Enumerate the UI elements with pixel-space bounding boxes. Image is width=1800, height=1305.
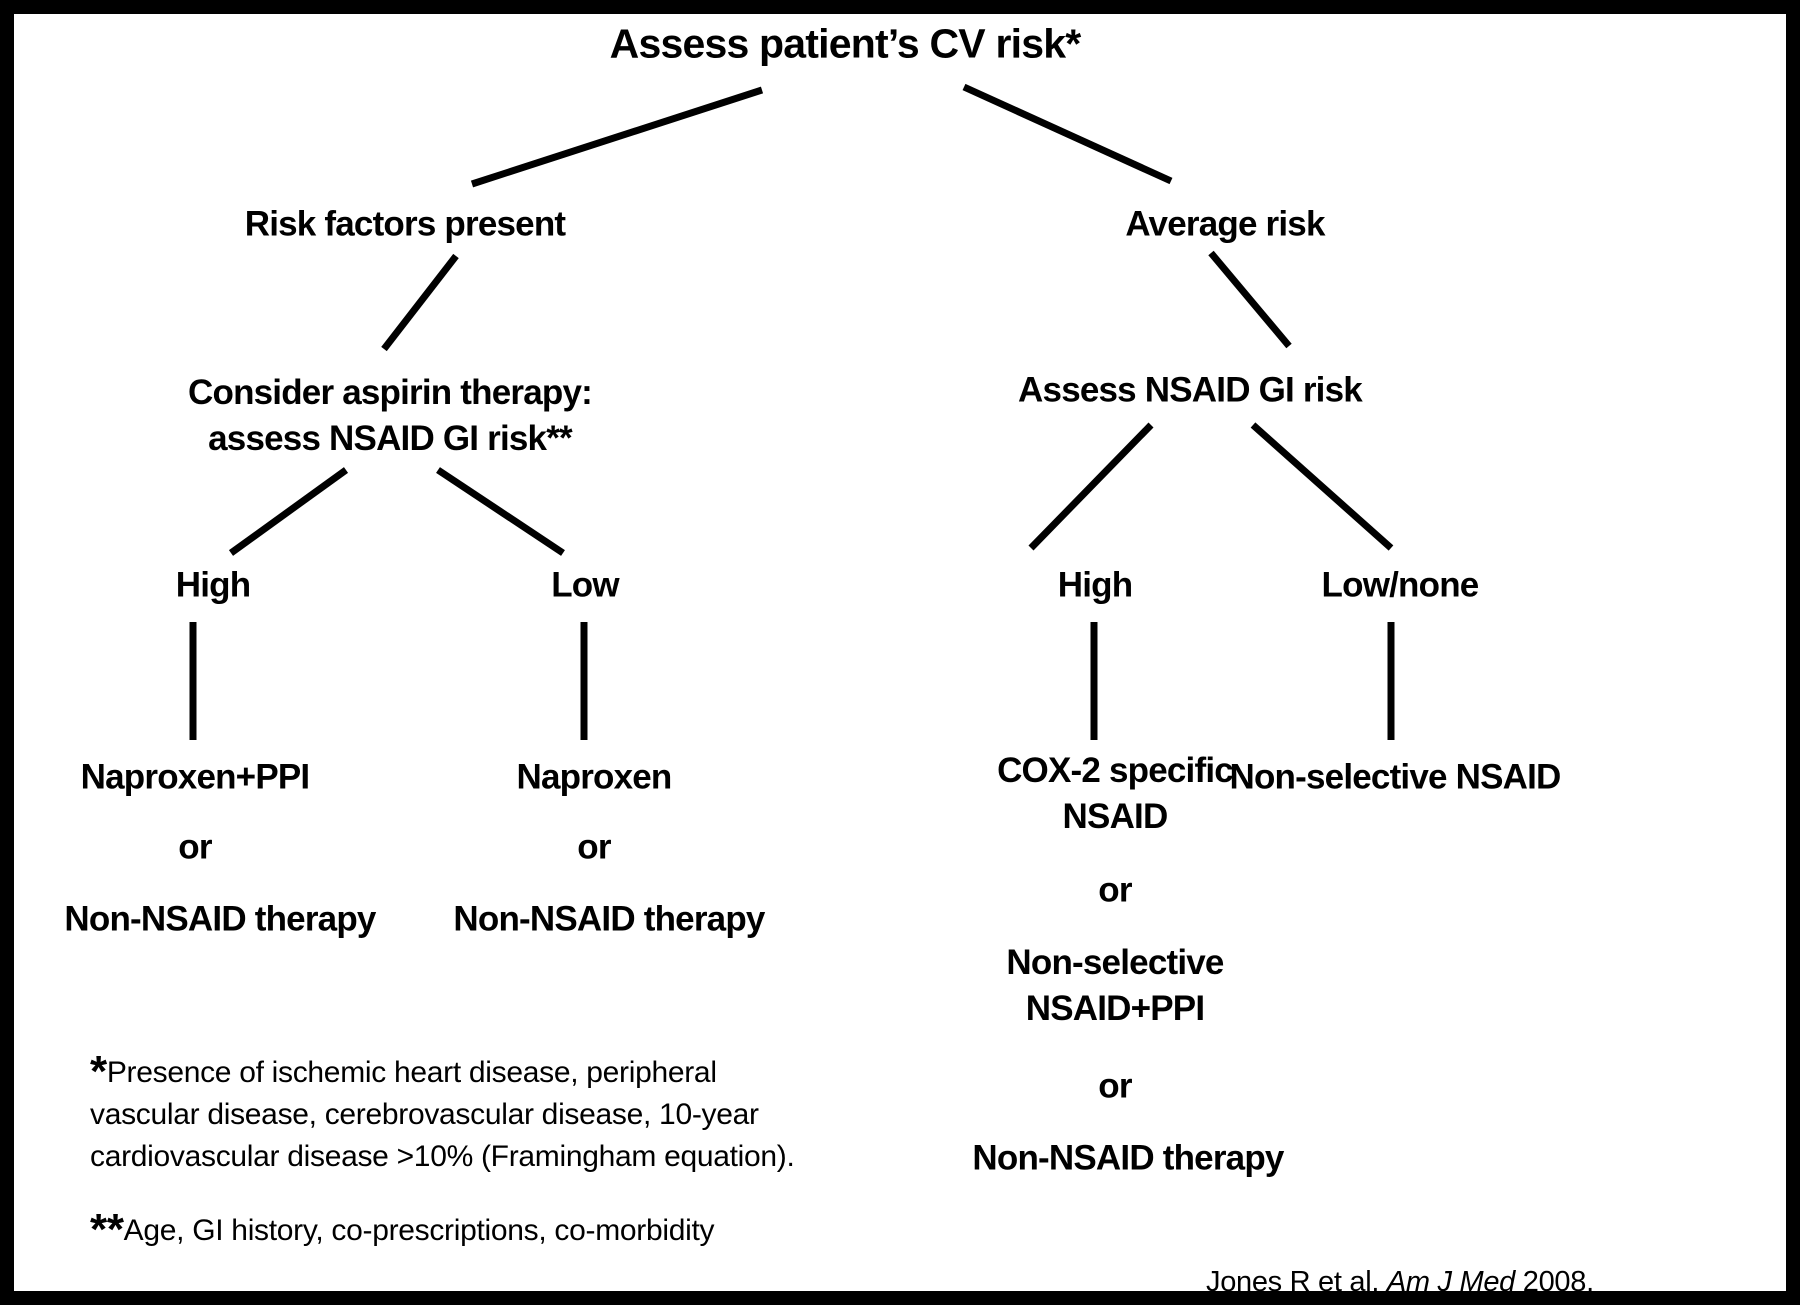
- citation-journal: Am J Med: [1386, 1266, 1516, 1298]
- outcome-non-nsaid-therapy-mid: Non-NSAID therapy: [453, 899, 765, 939]
- node-consider-aspirin-line2: assess NSAID GI risk**: [208, 419, 573, 458]
- or-separator: or: [577, 827, 611, 867]
- connector-lines: [189, 83, 1395, 740]
- citation-year: 2008.: [1515, 1266, 1594, 1298]
- node-right-high: High: [1057, 565, 1133, 605]
- node-average-risk: Average risk: [1125, 204, 1325, 244]
- edge-right-to-lownone: [1250, 422, 1394, 551]
- edge-title-to-left: [470, 86, 764, 188]
- citation: Jones R et al. Am J Med 2008.: [1206, 1266, 1594, 1298]
- outcome-nonselective-line1: Non-selective: [1006, 943, 1224, 982]
- footnote-text: Presence of ischemic heart disease, peri…: [106, 1056, 717, 1089]
- edge-right-to-high: [1028, 422, 1154, 551]
- footnote-gi-risk: **Age, GI history, co-prescriptions, co-…: [90, 1208, 715, 1252]
- edge-left-to-high: [228, 467, 349, 556]
- page-title: Assess patient’s CV risk*: [609, 20, 1082, 67]
- edge-title-to-right: [962, 83, 1173, 185]
- or-separator: or: [1098, 1066, 1132, 1106]
- outcome-naproxen: Naproxen: [516, 757, 672, 797]
- double-asterisk-marker: **: [90, 1205, 124, 1254]
- outcome-cox2-specific-nsaid: COX-2 specific NSAID: [997, 748, 1234, 840]
- footnote-line: **Age, GI history, co-prescriptions, co-…: [90, 1208, 715, 1252]
- outcome-cox2-line2: NSAID: [1062, 797, 1169, 836]
- outcome-naproxen-ppi: Naproxen+PPI: [80, 757, 310, 797]
- footnote-cv-risk: *Presence of ischemic heart disease, per…: [90, 1050, 795, 1178]
- footnote-text: vascular disease, cerebrovascular diseas…: [90, 1098, 759, 1131]
- edge-left-branch-down: [381, 253, 459, 352]
- node-consider-aspirin: Consider aspirin therapy: assess NSAID G…: [188, 370, 593, 462]
- edge-right-branch-down: [1208, 250, 1292, 349]
- asterisk-marker: *: [90, 1047, 107, 1096]
- edge-left-to-low: [436, 467, 565, 556]
- node-assess-nsaid-gi-risk: Assess NSAID GI risk: [1018, 370, 1363, 410]
- footnote-line: *Presence of ischemic heart disease, per…: [90, 1050, 795, 1094]
- footnote-text: Age, GI history, co-prescriptions, co-mo…: [123, 1214, 715, 1247]
- outcome-non-selective-nsaid-ppi: Non-selective NSAID+PPI: [1006, 940, 1224, 1032]
- node-risk-factors-present: Risk factors present: [244, 204, 566, 244]
- outcome-cox2-line1: COX-2 specific: [997, 751, 1234, 790]
- footnote-text: cardiovascular disease >10% (Framingham …: [90, 1140, 795, 1173]
- or-separator: or: [1098, 870, 1132, 910]
- node-left-high: High: [175, 565, 251, 605]
- or-separator: or: [178, 827, 212, 867]
- outcome-nonselective-line2: NSAID+PPI: [1025, 989, 1205, 1028]
- node-left-low: Low: [551, 565, 619, 605]
- node-right-low-none: Low/none: [1321, 565, 1480, 605]
- node-consider-aspirin-line1: Consider aspirin therapy:: [188, 373, 593, 412]
- outcome-non-nsaid-therapy-left: Non-NSAID therapy: [64, 899, 376, 939]
- citation-authors: Jones R et al.: [1206, 1266, 1387, 1298]
- outcome-non-selective-nsaid: Non-selective NSAID: [1229, 757, 1561, 797]
- outcome-non-nsaid-therapy-right: Non-NSAID therapy: [972, 1138, 1284, 1178]
